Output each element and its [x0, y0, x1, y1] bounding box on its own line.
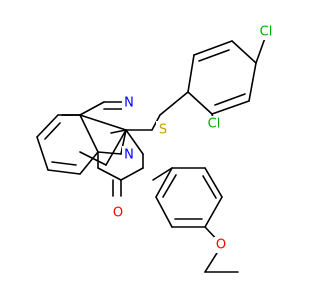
oxygen-ether-atom: O — [214, 237, 228, 253]
bond — [79, 101, 105, 116]
bond — [47, 169, 81, 175]
molecule-structure: N S N O O Cl C — [36, 24, 277, 273]
bond — [255, 37, 266, 64]
atom-labels-layer: N S N O O Cl C — [111, 24, 277, 253]
bond — [162, 174, 177, 198]
bond — [187, 54, 195, 93]
atom-label-background — [156, 121, 170, 139]
atom-label-n3: N — [124, 148, 134, 163]
bond — [110, 129, 127, 134]
bond — [193, 40, 233, 56]
atom-label-background — [203, 116, 225, 132]
bond — [204, 167, 223, 198]
atom-label-background — [122, 95, 136, 111]
sulfur-atom: S — [156, 121, 170, 139]
bond — [214, 93, 246, 106]
chlorine-para-atom: Cl — [255, 24, 277, 40]
bond — [155, 196, 173, 228]
bond — [187, 91, 213, 115]
bond — [248, 62, 257, 102]
nitrogen-atom-3: N — [122, 146, 136, 163]
bond — [198, 49, 230, 62]
atom-label-o-carbonyl: O — [113, 206, 123, 221]
bond — [120, 129, 127, 155]
bond — [79, 114, 127, 131]
bond — [159, 91, 189, 116]
bond — [105, 129, 127, 166]
bond — [79, 114, 99, 153]
bond — [125, 129, 144, 155]
bond — [202, 175, 217, 199]
oxygen-carbonyl-atom: O — [111, 205, 125, 221]
atom-label-cl-para: Cl — [260, 25, 273, 40]
molecule-svg: N S N O O Cl C — [36, 24, 277, 273]
atom-label-n1: N — [124, 96, 134, 111]
atom-label-cl-ortho: Cl — [208, 117, 221, 132]
bond — [36, 136, 49, 171]
atom-label-s: S — [159, 123, 167, 138]
bond — [211, 100, 250, 115]
bonds-layer — [36, 37, 266, 273]
bond — [231, 40, 257, 64]
bond — [51, 161, 77, 166]
atom-label-background — [255, 24, 277, 40]
bond — [36, 114, 59, 138]
bond — [79, 151, 99, 175]
bond — [97, 167, 122, 181]
atom-label-o-ether: O — [216, 238, 226, 253]
bond — [44, 122, 61, 140]
atom-label-background — [214, 237, 228, 253]
bond — [120, 167, 144, 181]
bond — [204, 196, 223, 228]
atom-label-background — [122, 146, 136, 163]
bond — [152, 167, 173, 181]
chlorine-ortho-atom: Cl — [203, 116, 225, 132]
nitrogen-atom-1: N — [122, 95, 136, 111]
atom-label-background — [111, 205, 125, 221]
bond — [155, 167, 173, 198]
bond — [97, 151, 122, 155]
